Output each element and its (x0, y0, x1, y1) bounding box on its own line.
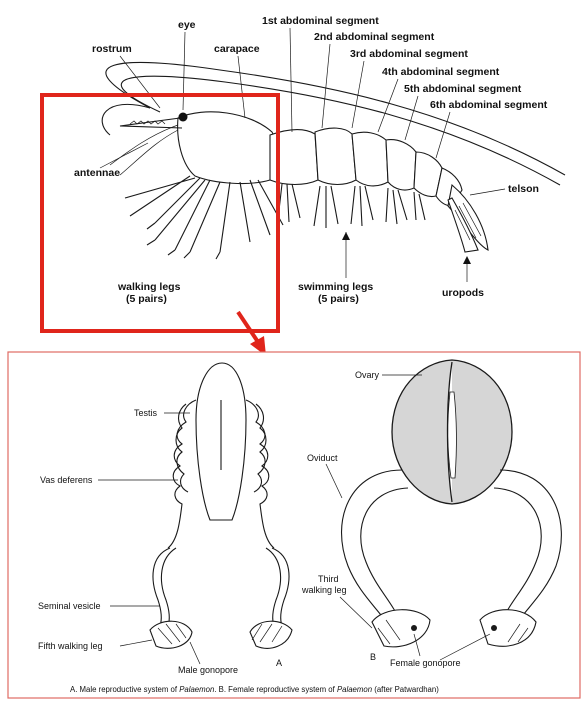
label-seg5: 5th abdominal segment (404, 83, 522, 95)
label-eye: eye (178, 19, 196, 31)
antennules (110, 125, 178, 175)
label-seg1: 1st abdominal segment (262, 15, 379, 27)
label-walking-legs-1: walking legs (117, 281, 181, 293)
rostrum (120, 118, 182, 128)
label-male-gonopore: Male gonopore (178, 665, 238, 675)
carapace (178, 112, 279, 184)
label-walking-legs-2: (5 pairs) (126, 293, 167, 305)
highlight-arrow (238, 312, 258, 342)
label-seg4: 4th abdominal segment (382, 66, 500, 78)
label-swimming-legs-2: (5 pairs) (318, 293, 359, 305)
label-carapace: carapace (214, 43, 260, 55)
walking-legs (125, 176, 283, 259)
label-vas-deferens: Vas deferens (40, 475, 93, 485)
label-uropods: uropods (442, 287, 484, 299)
label-seg2: 2nd abdominal segment (314, 31, 435, 43)
label-third-walking-leg-1: Third (318, 574, 339, 584)
label-seminal-vesicle: Seminal vesicle (38, 601, 101, 611)
label-swimming-legs-1: swimming legs (298, 281, 373, 293)
label-third-walking-leg-2: walking leg (301, 585, 347, 595)
label-antennae: antennae (74, 167, 120, 179)
label-fifth-walking-leg: Fifth walking leg (38, 641, 103, 651)
panel-letter-a: A (276, 658, 282, 668)
label-telson: telson (508, 183, 539, 195)
label-ovary: Ovary (355, 370, 380, 380)
label-testis: Testis (134, 408, 158, 418)
swimming-legs (278, 184, 425, 228)
label-seg6: 6th abdominal segment (430, 99, 548, 111)
abdominal-segment-3 (352, 132, 388, 186)
eye (179, 113, 188, 122)
abdominal-segment-4 (386, 140, 416, 190)
panel-letter-b: B (370, 652, 376, 662)
abdominal-segment-2 (315, 128, 356, 184)
label-seg3: 3rd abdominal segment (350, 48, 468, 60)
label-rostrum: rostrum (92, 43, 132, 55)
label-female-gonopore: Female gonopore (390, 658, 461, 668)
label-oviduct: Oviduct (307, 453, 338, 463)
figure-caption: A. Male reproductive system of Palaemon.… (70, 685, 439, 694)
antenna-left-loop (102, 104, 150, 135)
